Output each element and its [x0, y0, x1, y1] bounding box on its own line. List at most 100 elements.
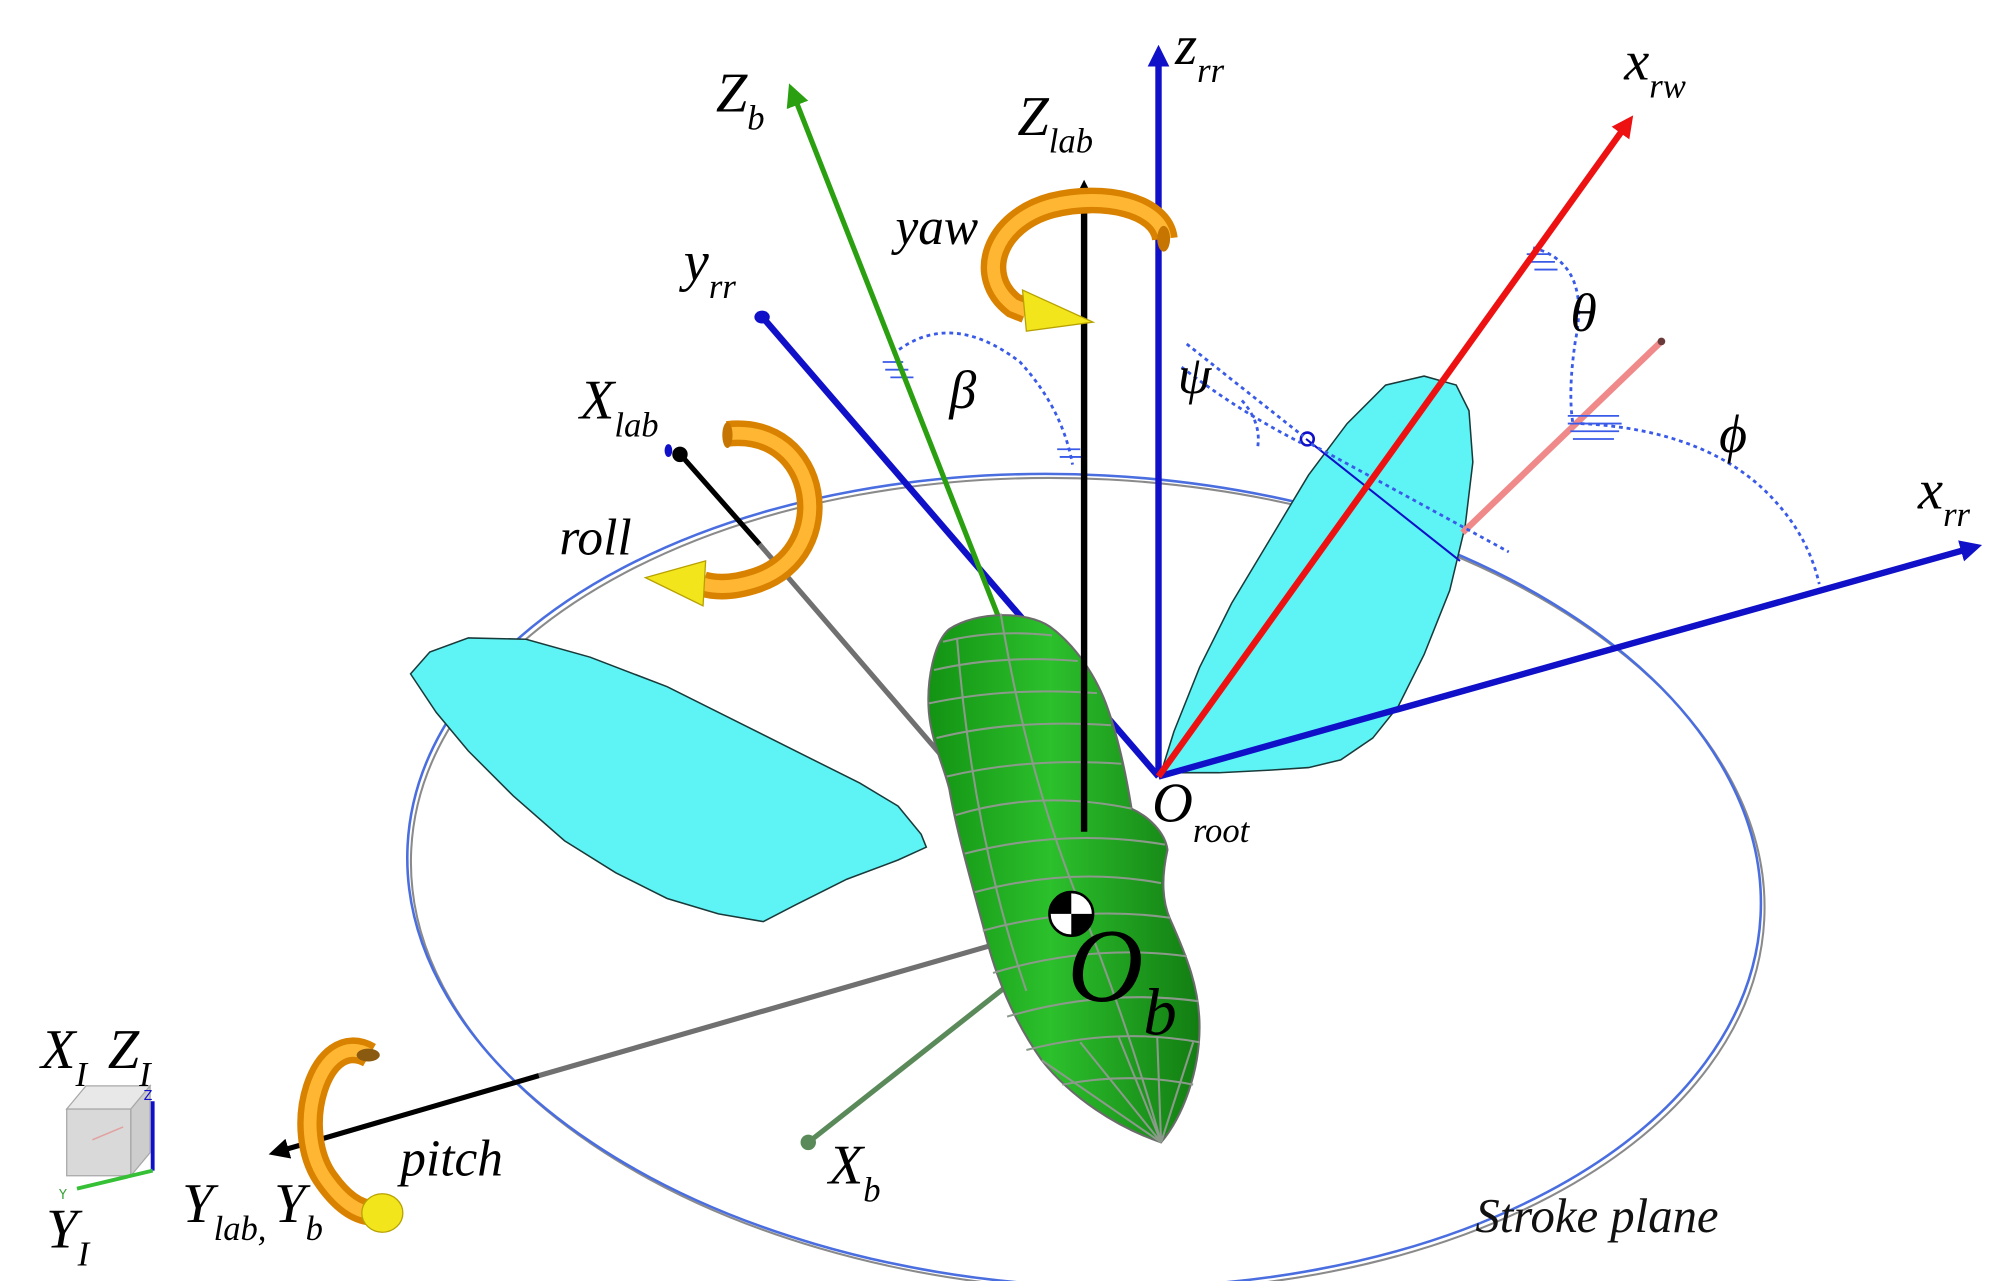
label-phi: ϕ: [1719, 404, 1747, 464]
cube-y-label: Y: [58, 1188, 67, 1203]
phi-hatch: [1567, 414, 1622, 440]
label-sub: rr: [709, 268, 736, 306]
phi-arc: [1580, 422, 1821, 585]
label-main: Z: [1017, 86, 1049, 148]
right-wing-chord-marker: [1299, 431, 1316, 447]
pink-projection: [1460, 339, 1664, 535]
label-sub: lab: [1049, 123, 1093, 161]
right-wing-blade: [1160, 375, 1474, 774]
label-x-i: XI: [39, 1019, 88, 1094]
psi-extension: [1310, 442, 1510, 554]
y-lab-axis: [268, 940, 999, 1159]
label-yaw: yaw: [891, 199, 979, 256]
label-pitch: pitch: [397, 1131, 503, 1188]
rotation-arrow-icon: [297, 1037, 404, 1233]
label-stroke-plane: Stroke plane: [1475, 1189, 1718, 1243]
x-lab-axis: [664, 444, 945, 759]
label-sub: I: [75, 1056, 89, 1094]
y-lab-axis-inner: [538, 940, 999, 1079]
body-tail-lines: [1041, 1036, 1195, 1144]
inertial-triad-cube-icon: Z Y: [58, 1084, 155, 1203]
label-main: x: [1623, 31, 1649, 93]
psi-ray-1: [1185, 342, 1305, 438]
label-theta: θ: [1570, 283, 1596, 343]
label-beta: β: [948, 360, 976, 420]
label-o-root: Oroot: [1152, 772, 1251, 850]
label-main: X: [39, 1019, 78, 1081]
label-x-lab: Xlab: [578, 369, 659, 444]
left-wing: [409, 637, 928, 923]
label-o-b: Ob: [1067, 907, 1176, 1049]
pitch-ring-inner: [303, 1043, 376, 1220]
body-shell: [927, 614, 1201, 1144]
pitch-cone: [361, 1193, 404, 1233]
label-roll: roll: [559, 509, 631, 566]
body-segment: [1006, 996, 1199, 1018]
label-sub: root: [1193, 812, 1251, 850]
body-segment: [928, 690, 1098, 705]
psi-arc: [1240, 399, 1260, 450]
z-b-axis: [786, 83, 1004, 624]
body-segment: [942, 632, 1053, 643]
body-segment: [964, 836, 1166, 855]
beta-arc: [892, 331, 1074, 465]
x-rw-axis: [1155, 115, 1634, 779]
rotation-arrow-icon: [643, 420, 823, 607]
cube-z-label: Z: [144, 1089, 153, 1104]
label-sub: rr: [1943, 496, 1970, 534]
label-x-rw: xrw: [1623, 31, 1686, 106]
cog-quadrant: [1071, 913, 1094, 936]
label-z-rr: zrr: [1174, 15, 1224, 90]
label-sub: b: [863, 1171, 880, 1209]
labels: zrr Zb Zlab xrw yaw yrr β ψ θ ϕ Xlab rol…: [39, 15, 1970, 1273]
label-sub: rw: [1649, 68, 1686, 106]
insect-body: [927, 613, 1201, 1144]
label-main: X: [827, 1134, 866, 1196]
x-b-axis-line: [806, 983, 1009, 1145]
label-sub: rr: [1197, 52, 1224, 90]
label-y-i: YI: [46, 1199, 90, 1274]
psi-ray-2: [1180, 365, 1302, 445]
stroke-plane-rim-shadow: [409, 476, 1766, 1281]
angle-arcs: [882, 246, 1821, 585]
x-lab-axis-tip-marker: [664, 444, 673, 457]
label-x-b: Xb: [827, 1134, 881, 1209]
pink-projection-tip: [1657, 337, 1666, 346]
yaw-ring-endcap: [1157, 225, 1171, 252]
stroke-plane-rim: [406, 472, 1763, 1281]
label-main: x: [1917, 459, 1943, 521]
beta-hatch: [882, 361, 1083, 458]
body-segment: [936, 722, 1112, 740]
wing-projection-line: [1460, 337, 1666, 535]
label-main: Z: [716, 63, 748, 125]
body-segment: [1026, 1035, 1200, 1051]
yaw-cone: [1021, 289, 1096, 332]
stroke-plane: [406, 472, 1766, 1281]
label-sub: lab,: [214, 1210, 267, 1248]
label-z-b: Zb: [716, 63, 765, 138]
label-main: Y: [274, 1173, 311, 1235]
x-rr-axis: [1157, 540, 1983, 780]
label-sub: I: [77, 1236, 91, 1274]
body-side-line: [956, 639, 1028, 992]
cube-x-axis: [92, 1126, 124, 1141]
label-sub: b: [1143, 977, 1176, 1050]
right-wing-chord-line: [1305, 438, 1461, 562]
x-b-axis-tip: [800, 1134, 816, 1151]
body-segment: [946, 761, 1122, 778]
body-segment: [933, 658, 1078, 672]
y-rr-axis-tip: [754, 310, 770, 324]
label-main: X: [578, 369, 617, 431]
label-z-i: ZI: [108, 1019, 152, 1094]
label-sub: I: [138, 1056, 152, 1094]
x-b-axis: [800, 983, 1009, 1151]
label-y-lab-y-b: Ylab,Yb: [182, 1173, 323, 1248]
label-sub: b: [747, 100, 764, 138]
x-lab-axis-upper: [680, 455, 762, 546]
x-lab-axis-lower: [757, 542, 945, 759]
cog-quadrant: [1049, 892, 1072, 914]
body-segment: [1062, 1077, 1194, 1086]
label-main: z: [1174, 15, 1197, 77]
label-main: y: [679, 231, 710, 293]
